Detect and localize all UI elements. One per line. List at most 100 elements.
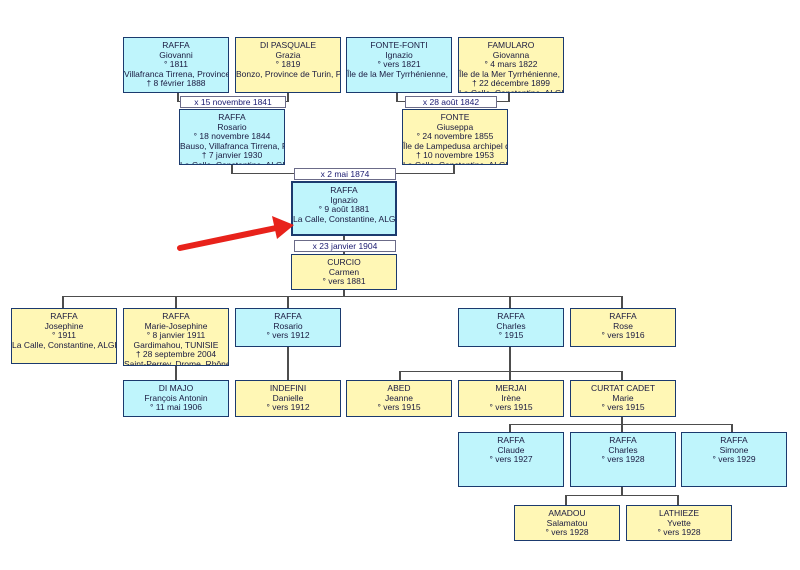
person-text-line: Simone: [719, 444, 749, 455]
connector-line: [509, 424, 511, 432]
connector-line: [287, 346, 289, 380]
person-text-line: ° 1911: [51, 330, 77, 341]
person-text-line: Bonzo, Province de Turin, Pi: [236, 68, 341, 79]
connector-line: [621, 371, 623, 380]
person-text-line: La Calle, Constantine, ALGEI: [12, 339, 117, 350]
person-text-line: ° vers 1928: [601, 454, 645, 465]
person-text-line: † 8 février 1888: [146, 78, 206, 89]
connector-line: [621, 296, 623, 308]
person-text-line: Rosario: [273, 320, 303, 331]
person-text-line: ° vers 1929: [712, 454, 756, 465]
connector-line: [287, 296, 289, 308]
connector-line: [396, 92, 398, 102]
person-text-line: Marie-Josephine: [144, 320, 208, 331]
person-text-line: Carmen: [328, 266, 360, 277]
person-text-line: Marie: [612, 392, 634, 403]
person-text-line: Giovanni: [159, 49, 193, 60]
person-text-line: Charles: [608, 444, 638, 455]
person-text-line: ° 1811: [163, 59, 189, 70]
person-text-line: Bauso, Villafranca Tirrena, Pr: [180, 140, 285, 151]
person-text-line: FONTE: [440, 112, 470, 122]
person-text-line: La Calle, Constantine, ALGEI: [293, 213, 397, 224]
person-text-line: RAFFA: [162, 311, 190, 321]
person-text-line: ° vers 1881: [322, 276, 366, 287]
person-text-line: RAFFA: [162, 40, 190, 50]
person-text-line: ° 8 janvier 1911: [146, 330, 206, 341]
person-text-line: Jeanne: [385, 392, 413, 403]
person-text-line: Giovanna: [492, 49, 530, 60]
person-text-line: † 10 novembre 1953: [416, 150, 494, 161]
connector-line: [62, 296, 64, 308]
connector-line: [399, 371, 623, 372]
person-text-line: ° vers 1915: [601, 402, 645, 413]
person-text-line: ° vers 1912: [266, 330, 310, 341]
connector-line: [509, 296, 511, 308]
person-text-line: RAFFA: [218, 112, 246, 122]
person-text-line: Villafranca Tirrena, Province: [124, 68, 229, 79]
person-text-line: La Calle, Constantine, ALGEI: [180, 159, 285, 165]
person-text-line: DI MAJO: [158, 383, 194, 393]
connector-line: [621, 486, 623, 496]
person-text-line: Rose: [613, 320, 633, 331]
person-text-line: FAMULARO: [487, 40, 535, 50]
person-text-line: † 28 septembre 2004: [135, 349, 217, 360]
person-text-line: AMADOU: [548, 508, 586, 518]
person-text-line: ° vers 1928: [545, 527, 589, 538]
connector-line: [453, 164, 455, 174]
person-text-line: ABED: [387, 383, 411, 393]
person-text-line: RAFFA: [720, 435, 748, 445]
connector-line: [343, 289, 345, 297]
person-text-line: Ignazio: [385, 49, 413, 60]
person-text-line: ° 1819: [275, 59, 301, 70]
marriage-date-label: x 15 novembre 1841: [180, 96, 286, 108]
person-text-line: François Antonin: [144, 392, 208, 403]
person-text-line: Charles: [496, 320, 526, 331]
person-text-line: La Calle, Constantine, ALGEI: [403, 159, 508, 165]
person-text-line: Danielle: [272, 392, 304, 403]
person-text-line: ° 4 mars 1822: [484, 59, 538, 70]
connector-line: [565, 495, 679, 496]
person-text-line: INDEFINI: [269, 383, 307, 393]
connector-line: [287, 92, 289, 102]
person-text-line: ° 11 mai 1906: [150, 402, 202, 413]
person-text-line: Gardimahou, TUNISIE: [133, 339, 219, 350]
person-text-line: LATHIEZE: [659, 508, 699, 518]
person-text-line: ° 18 novembre 1844: [193, 131, 271, 142]
person-text-line: DI PASQUALE: [259, 40, 317, 50]
person-text-line: Yvette: [667, 517, 691, 528]
person-text-line: RAFFA: [50, 311, 78, 321]
person-text-line: † 7 janvier 1930: [201, 150, 263, 161]
connector-line: [509, 346, 511, 372]
connector-line: [175, 366, 177, 380]
connector-line: [175, 296, 177, 308]
person-text-line: Grazia: [275, 49, 301, 60]
person-text-line: Irène: [501, 392, 521, 403]
person-text-line: RAFFA: [497, 435, 525, 445]
person-text-line: ° vers 1821: [377, 59, 421, 70]
